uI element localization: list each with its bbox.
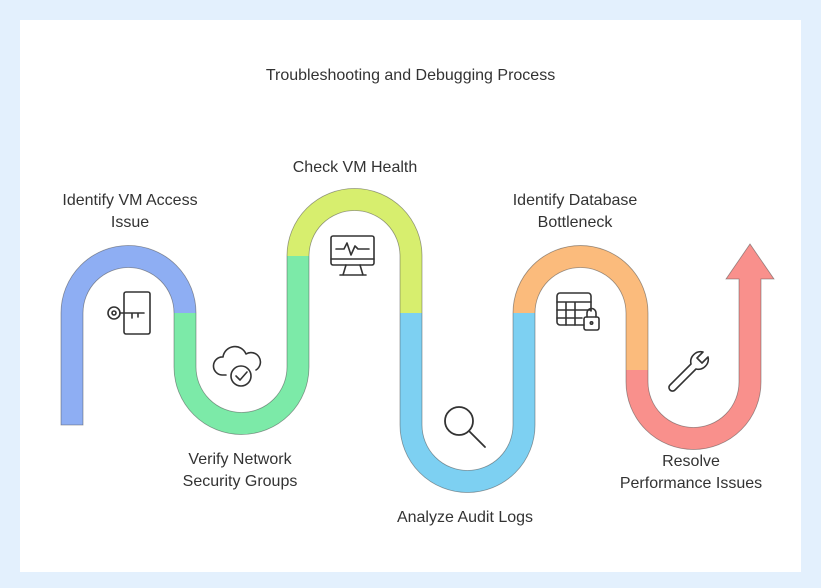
arrow-head <box>726 244 774 279</box>
magnifier-icon <box>444 406 486 448</box>
step-label-verify-network: Verify Network Security Groups <box>182 451 298 490</box>
step-label-analyze-audit-logs: Analyze Audit Logs <box>396 509 534 526</box>
path-segment-1 <box>61 245 196 425</box>
diagram-title: Troubleshooting and Debugging Process <box>265 67 556 84</box>
path-segment-2 <box>174 256 309 435</box>
monitor-pulse-icon <box>330 235 375 276</box>
step-label-resolve-performance: Resolve Performance Issues <box>619 453 763 492</box>
step-label-check-vm-health: Check VM Health <box>292 159 418 176</box>
path-segment-6 <box>626 275 761 450</box>
path-segment-3 <box>287 188 422 313</box>
path-segment-4 <box>400 313 535 493</box>
step-label-identify-vm-access: Identify VM Access Issue <box>62 192 198 231</box>
wrench-icon <box>668 350 710 392</box>
step-label-identify-database: Identify Database Bottleneck <box>512 192 638 231</box>
key-door-icon <box>107 291 151 335</box>
database-lock-icon <box>556 292 600 331</box>
path-segment-5 <box>513 245 648 370</box>
cloud-check-icon <box>212 345 262 387</box>
